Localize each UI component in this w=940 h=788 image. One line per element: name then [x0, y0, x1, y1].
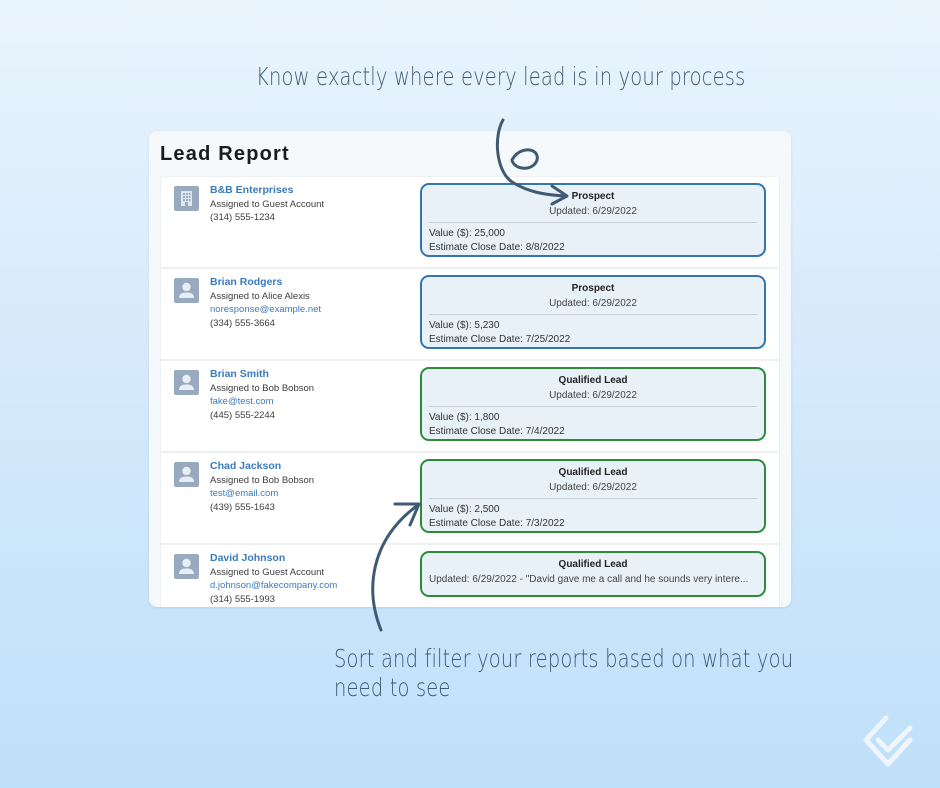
lead-report-panel: Lead Report B&B Enterprises Assigned to …	[149, 131, 791, 607]
status-badge: Qualified Lead	[558, 559, 628, 570]
close-date: Estimate Close Date: 7/4/2022	[429, 425, 565, 437]
lead-value: Value ($): 25,000	[429, 228, 505, 239]
lead-row[interactable]: Brian Smith Assigned to Bob Bobson fake@…	[161, 361, 779, 453]
lead-name-link[interactable]: B&B Enterprises	[210, 184, 294, 196]
page-title: Lead Report	[160, 143, 290, 165]
status-badge: Prospect	[571, 283, 615, 294]
divider	[429, 498, 757, 499]
updated-note: Updated: 6/29/2022 - "David gave me a ca…	[429, 574, 749, 585]
updated-date: Updated: 6/29/2022	[549, 206, 637, 217]
checkmark-logo-icon	[862, 712, 924, 777]
person-icon	[174, 462, 199, 487]
close-date: Estimate Close Date: 7/25/2022	[429, 333, 571, 345]
lead-name-link[interactable]: David Johnson	[210, 552, 286, 564]
lead-status-card[interactable]: Prospect Updated: 6/29/2022 Value ($): 2…	[420, 183, 766, 257]
lead-status-card[interactable]: Qualified Lead Updated: 6/29/2022 - "Dav…	[420, 551, 766, 597]
lead-email-link[interactable]: d.johnson@fakecompany.com	[210, 580, 338, 591]
lead-assigned: Assigned to Alice Alexis	[210, 290, 310, 302]
lead-info: Brian Rodgers Assigned to Alice Alexis n…	[210, 276, 321, 330]
close-date: Estimate Close Date: 8/8/2022	[429, 241, 565, 253]
lead-phone: (314) 555-1234	[210, 212, 275, 223]
lead-phone: (334) 555-3664	[210, 317, 275, 329]
status-badge: Qualified Lead	[558, 375, 628, 386]
lead-info: Brian Smith Assigned to Bob Bobson fake@…	[210, 368, 314, 422]
caption-top: Know exactly where every lead is in your…	[256, 62, 746, 91]
caption-bottom: Sort and filter your reports based on wh…	[334, 644, 794, 702]
lead-name-link[interactable]: Brian Smith	[210, 368, 269, 380]
lead-assigned: Assigned to Bob Bobson	[210, 382, 315, 394]
lead-assigned: Assigned to Guest Account	[210, 198, 325, 210]
close-date: Estimate Close Date: 7/3/2022	[429, 517, 565, 529]
status-badge: Prospect	[571, 191, 615, 202]
lead-value: Value ($): 1,800	[429, 412, 500, 423]
lead-status-card[interactable]: Prospect Updated: 6/29/2022 Value ($): 5…	[420, 275, 766, 349]
person-icon	[174, 370, 199, 395]
lead-value: Value ($): 5,230	[429, 320, 500, 331]
lead-info: B&B Enterprises Assigned to Guest Accoun…	[210, 184, 324, 225]
updated-date: Updated: 6/29/2022	[549, 298, 637, 309]
lead-info: Chad Jackson Assigned to Bob Bobson test…	[210, 460, 314, 514]
lead-email-link[interactable]: fake@test.com	[210, 396, 274, 407]
updated-date: Updated: 6/29/2022	[549, 390, 637, 401]
lead-phone: (445) 555-2244	[210, 409, 275, 421]
updated-date: Updated: 6/29/2022	[549, 482, 637, 493]
lead-status-card[interactable]: Qualified Lead Updated: 6/29/2022 Value …	[420, 459, 766, 533]
lead-email-link[interactable]: test@email.com	[210, 488, 279, 499]
lead-assigned: Assigned to Bob Bobson	[210, 474, 315, 486]
lead-name-link[interactable]: Brian Rodgers	[210, 276, 283, 288]
lead-name-link[interactable]: Chad Jackson	[210, 460, 282, 472]
lead-row[interactable]: Chad Jackson Assigned to Bob Bobson test…	[161, 453, 779, 545]
lead-assigned: Assigned to Guest Account	[210, 566, 325, 578]
lead-value: Value ($): 2,500	[429, 504, 500, 515]
divider	[429, 406, 757, 407]
lead-row[interactable]: Brian Rodgers Assigned to Alice Alexis n…	[161, 269, 779, 361]
lead-row[interactable]: B&B Enterprises Assigned to Guest Accoun…	[161, 177, 779, 269]
person-icon	[174, 554, 199, 579]
lead-status-card[interactable]: Qualified Lead Updated: 6/29/2022 Value …	[420, 367, 766, 441]
lead-email-link[interactable]: noresponse@example.net	[210, 304, 322, 315]
lead-phone: (314) 555-1993	[210, 593, 275, 605]
lead-info: David Johnson Assigned to Guest Account …	[210, 552, 337, 606]
building-icon	[174, 186, 199, 211]
lead-list: B&B Enterprises Assigned to Guest Accoun…	[160, 176, 780, 607]
lead-row[interactable]: David Johnson Assigned to Guest Account …	[161, 545, 779, 607]
status-badge: Qualified Lead	[558, 467, 628, 478]
divider	[429, 314, 757, 315]
divider	[429, 222, 757, 223]
lead-phone: (439) 555-1643	[210, 501, 275, 513]
person-icon	[174, 278, 199, 303]
